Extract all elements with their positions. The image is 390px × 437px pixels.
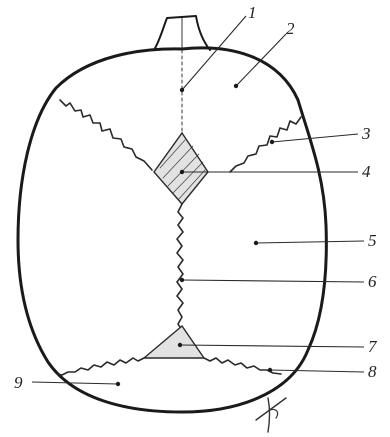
signature-mark [256,398,286,432]
label-2: 2 [286,19,295,38]
anterior-fontanelle [154,133,208,204]
dot-1 [180,88,184,92]
dot-4 [180,170,184,174]
label-1: 1 [248,3,257,22]
dot-8 [268,368,272,372]
dot-2 [234,84,238,88]
posterior-fontanelle [144,326,204,358]
leader-9 [32,382,118,384]
label-7: 7 [368,337,378,356]
dot-9 [116,382,120,386]
label-6: 6 [368,272,377,291]
sagittal-suture [177,204,183,338]
dot-3 [270,140,274,144]
leader-5 [256,241,364,243]
leader-2 [236,34,286,86]
leader-6 [182,280,364,282]
label-3: 3 [361,124,371,143]
label-4: 4 [362,162,371,181]
dot-5 [254,241,258,245]
lambdoid-suture-left [58,358,144,375]
coronal-suture-right [230,117,301,172]
dot-6 [180,278,184,282]
dot-7 [178,343,182,347]
leader-7 [180,345,364,347]
coronal-suture-left [60,100,152,170]
label-5: 5 [368,231,377,250]
label-8: 8 [368,362,377,381]
label-9: 9 [14,373,23,392]
leader-8 [270,370,364,372]
leader-3 [272,134,358,142]
